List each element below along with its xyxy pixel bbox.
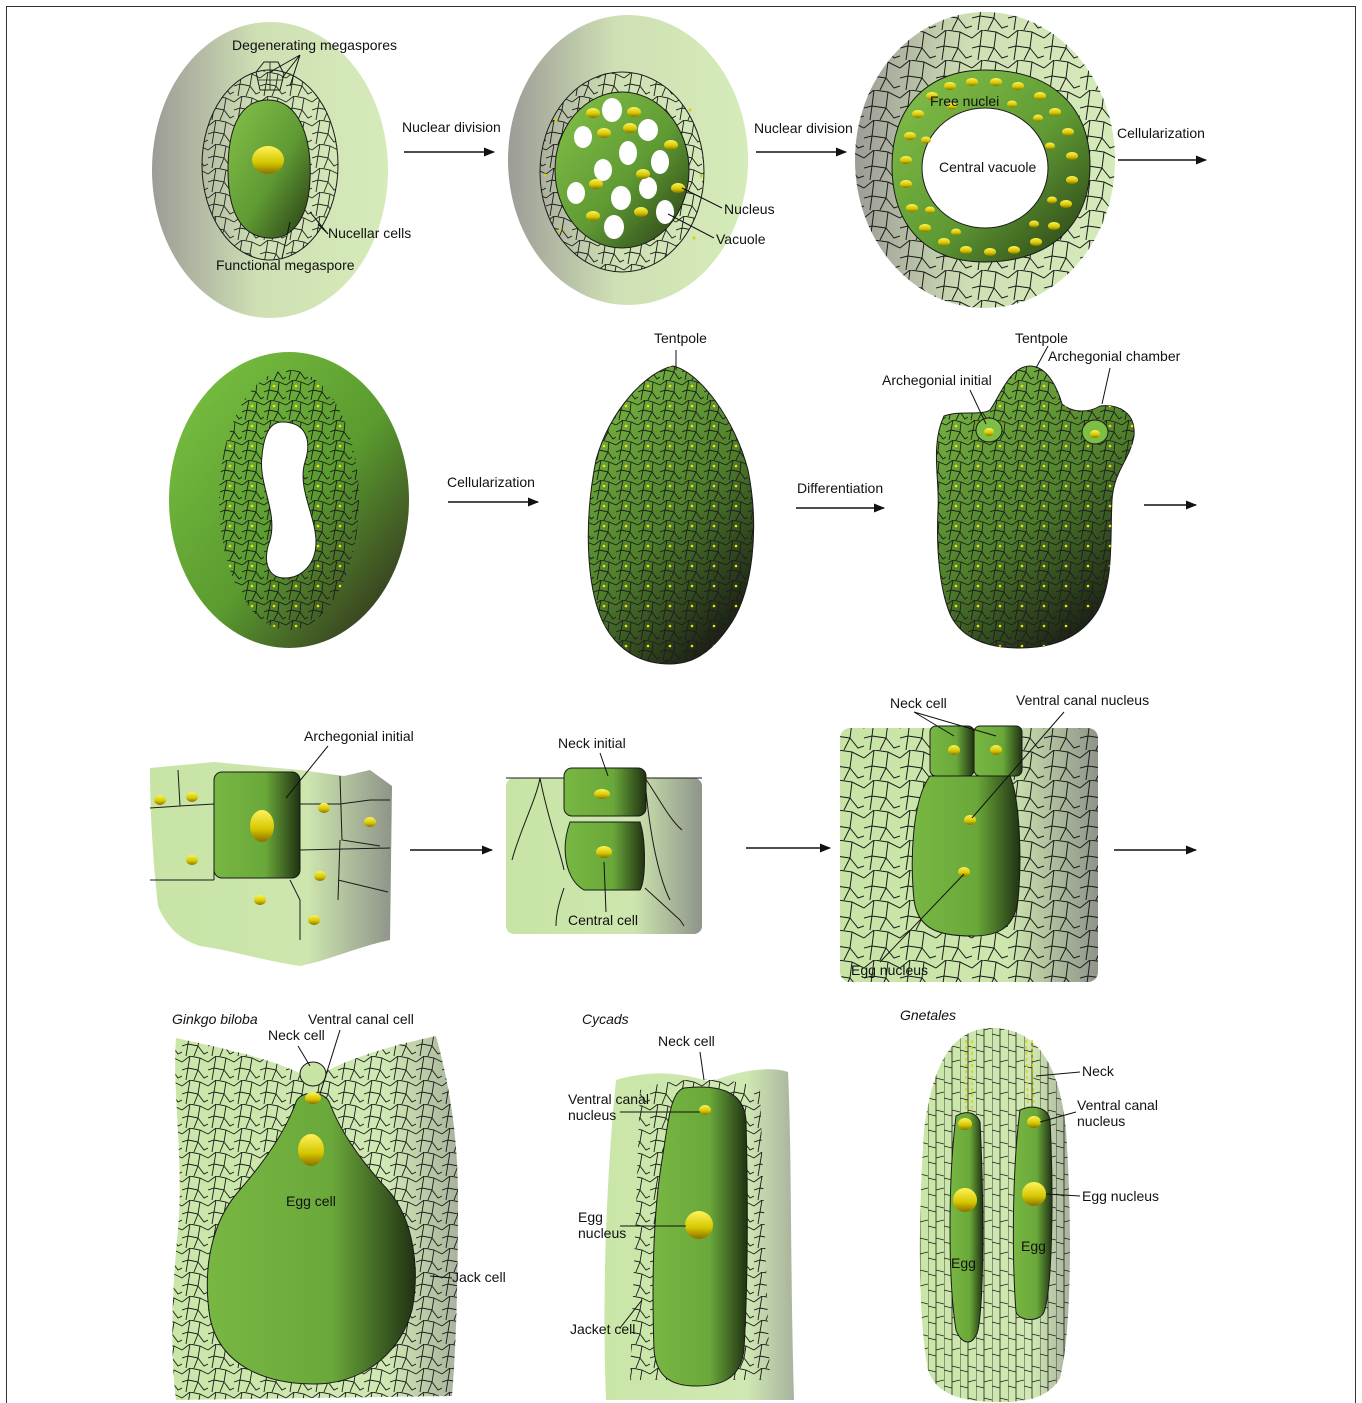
title-ginkgo: Ginkgo biloba	[172, 1011, 258, 1027]
label-neck-cell-ginkgo: Neck cell	[268, 1027, 325, 1043]
stage-nuclear-division	[508, 15, 748, 305]
label-degenerating-megaspores: Degenerating megaspores	[232, 37, 397, 53]
label-nucellar-cells: Nucellar cells	[328, 225, 411, 241]
stage-archegonial-initial-tissue	[150, 762, 392, 966]
label-egg-cycads-1: Egg	[578, 1209, 603, 1225]
label-vacuole: Vacuole	[716, 231, 766, 247]
label-functional-megaspore: Functional megaspore	[216, 257, 355, 273]
stage-tentpole	[588, 366, 753, 664]
label-neck-cell-1: Neck cell	[890, 695, 947, 711]
gnetales-archegonia	[920, 1028, 1070, 1402]
label-ventral-canal-cycads-1: Ventral canal	[568, 1091, 649, 1107]
label-archegonial-initial-2: Archegonial initial	[304, 728, 414, 744]
label-tentpole-2: Tentpole	[1015, 330, 1068, 346]
stage-megaspore	[152, 22, 388, 318]
arrow-label-nuclear-division-2: Nuclear division	[754, 120, 853, 136]
label-ventral-canal-nucleus-1: Ventral canal nucleus	[1016, 692, 1149, 708]
arrow-label-cellularization-2: Cellularization	[447, 474, 535, 490]
title-cycads: Cycads	[582, 1011, 629, 1027]
arrow-label-cellularization-1: Cellularization	[1117, 125, 1205, 141]
label-nucleus: Nucleus	[724, 201, 775, 217]
cycad-archegonium	[604, 1069, 794, 1400]
arrow-label-nuclear-division-1: Nuclear division	[402, 119, 501, 135]
label-jack-cell: Jack cell	[452, 1269, 506, 1285]
stage-archegonial-initial	[936, 366, 1134, 648]
label-egg-left: Egg	[951, 1255, 976, 1271]
label-neck-initial: Neck initial	[558, 735, 626, 751]
label-free-nuclei: Free nuclei	[930, 93, 999, 109]
label-ventral-canal-gnetales-1: Ventral canal	[1077, 1097, 1158, 1113]
label-ventral-canal-cycads-2: nucleus	[568, 1107, 616, 1123]
label-egg-right: Egg	[1021, 1238, 1046, 1254]
label-archegonial-chamber: Archegonial chamber	[1048, 348, 1181, 364]
gnetales-egg-right	[1013, 1107, 1052, 1319]
label-neck-cell-cycads: Neck cell	[658, 1033, 715, 1049]
label-central-vacuole: Central vacuole	[939, 159, 1036, 175]
label-neck-gnetales: Neck	[1082, 1063, 1115, 1079]
label-ventral-canal-cell: Ventral canal cell	[308, 1011, 414, 1027]
label-central-cell: Central cell	[568, 912, 638, 928]
label-tentpole-1: Tentpole	[654, 330, 707, 346]
label-jacket-cell: Jacket cell	[570, 1321, 635, 1337]
label-egg-cycads-2: nucleus	[578, 1225, 626, 1241]
arrow-label-differentiation: Differentiation	[797, 480, 883, 496]
stage-neck-initial	[506, 768, 702, 934]
gnetales-egg-left	[950, 1113, 983, 1342]
label-egg-cell: Egg cell	[286, 1193, 336, 1209]
functional-megaspore-nucleus	[252, 146, 284, 174]
stage-cellularized	[169, 352, 409, 648]
label-ventral-canal-gnetales-2: nucleus	[1077, 1113, 1125, 1129]
ginkgo-archegonium	[172, 1036, 458, 1400]
label-egg-nucleus-gnetales: Egg nucleus	[1082, 1188, 1159, 1204]
label-archegonial-initial-1: Archegonial initial	[882, 372, 992, 388]
label-egg-nucleus-1: Egg nucleus	[851, 962, 928, 978]
title-gnetales: Gnetales	[900, 1007, 956, 1023]
stage-mature-archegonium	[840, 726, 1098, 982]
